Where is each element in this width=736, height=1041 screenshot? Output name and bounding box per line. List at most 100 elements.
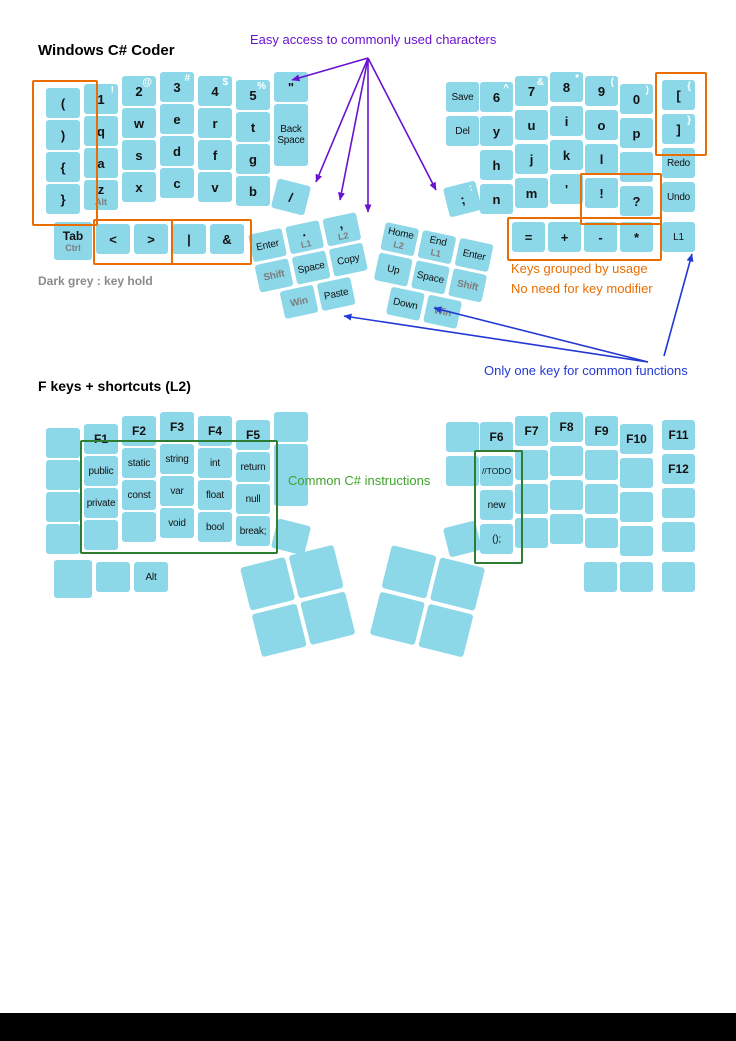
key-label: v <box>211 179 219 195</box>
key-label: F4 <box>207 424 222 438</box>
key-label: - <box>598 229 603 245</box>
key-hold-label: L1 <box>429 246 442 259</box>
key-label: g <box>249 151 257 167</box>
key-x: x <box>122 172 156 202</box>
key-label: ) <box>60 127 66 143</box>
key-label: Win <box>432 304 453 319</box>
orange-key-group-highlight <box>171 219 252 265</box>
key-blank <box>446 456 479 486</box>
key-void: void <box>160 508 194 538</box>
key-blank <box>515 450 548 480</box>
key-paren-close: ) <box>46 120 80 150</box>
key-q: q <box>84 116 118 146</box>
key-blank <box>46 524 80 554</box>
key-undo: Undo <box>662 182 695 212</box>
key-label: F1 <box>93 432 108 446</box>
key-blank <box>662 488 695 518</box>
key-label: m <box>525 185 538 201</box>
key-label: //TODO <box>481 465 512 476</box>
key-k: k <box>550 140 583 170</box>
key-label: var <box>170 485 184 497</box>
key-del: Del <box>446 116 479 146</box>
key-int: int <box>198 448 232 478</box>
key-label: void <box>168 517 186 529</box>
key-label: s <box>135 147 143 163</box>
bottom-black-bar <box>0 1013 736 1041</box>
key-blank <box>515 518 548 548</box>
key-d: d <box>160 136 194 166</box>
key-label: L1 <box>673 231 684 243</box>
key-2: @2 <box>122 76 156 106</box>
key-label: F11 <box>668 428 689 442</box>
key-blank <box>418 603 474 658</box>
key-t: t <box>236 112 270 142</box>
key-label: static <box>127 457 151 469</box>
key-label: Del <box>455 125 470 137</box>
key-9: (9 <box>585 76 618 106</box>
key-label: const <box>127 489 151 501</box>
key-label: private <box>86 497 116 509</box>
key-blank <box>369 591 426 646</box>
key-label: Save <box>451 91 474 103</box>
key-shifted-symbol: ! <box>110 85 114 96</box>
key-label: i <box>564 113 569 129</box>
key-label: Redo <box>666 157 691 169</box>
key-p: p <box>620 118 653 148</box>
key-label: , <box>337 216 345 232</box>
key-public: public <box>84 456 118 486</box>
key-label: 3 <box>173 79 181 95</box>
key-blank <box>620 562 653 592</box>
key-blank <box>46 492 80 522</box>
key-label: F7 <box>524 424 539 438</box>
key-y: y <box>480 116 513 146</box>
key-enter: Enter <box>454 237 494 273</box>
key-blank <box>54 560 92 598</box>
key-paste: Paste <box>316 276 356 312</box>
key-label: (); <box>492 533 501 545</box>
key-label: k <box>562 147 571 163</box>
key-label: string <box>165 453 189 465</box>
key-4: $4 <box>198 76 232 106</box>
key-float: float <box>198 480 232 510</box>
key-b: b <box>236 176 270 206</box>
key-return: return <box>236 452 270 482</box>
key-label: Enter <box>255 237 280 253</box>
key-parens-semicolon: (); <box>480 524 513 554</box>
key-blank <box>251 603 307 658</box>
key-blank <box>274 412 308 442</box>
key-shift: Shift <box>448 268 488 303</box>
key-blank <box>620 526 653 556</box>
annotation-key-hold-legend: Dark grey : key hold <box>38 274 153 288</box>
key-period: .L1 <box>285 220 325 255</box>
key-label: Undo <box>666 191 691 203</box>
key-label: c <box>173 175 181 191</box>
key-label: int <box>210 457 220 469</box>
key-blank <box>550 514 583 544</box>
key-save: Save <box>446 82 479 112</box>
key-redo: Redo <box>662 148 695 178</box>
key-u: u <box>515 110 548 140</box>
key-label: * <box>633 229 640 245</box>
key-label: b <box>249 183 257 199</box>
key-blank <box>46 428 80 458</box>
key-win: Win <box>279 284 319 320</box>
orange-key-group-highlight <box>32 80 98 226</box>
key-label: & <box>222 231 232 247</box>
key-label: null <box>245 493 261 505</box>
key-label: Down <box>392 295 419 312</box>
key-label: { <box>60 159 66 175</box>
key-shifted-symbol: @ <box>142 77 152 88</box>
key-shifted-symbol: % <box>257 81 266 92</box>
key-brace-close: } <box>46 184 80 214</box>
key-f11: F11 <box>662 420 695 450</box>
key-f3: F3 <box>160 412 194 442</box>
key-label: Space <box>415 269 445 286</box>
key-label: h <box>492 157 501 173</box>
key-label: t <box>250 119 256 135</box>
key-label: 9 <box>597 83 606 99</box>
key-hold-label: L2 <box>392 238 405 251</box>
key-v: v <box>198 172 232 202</box>
key-label: w <box>133 115 145 131</box>
